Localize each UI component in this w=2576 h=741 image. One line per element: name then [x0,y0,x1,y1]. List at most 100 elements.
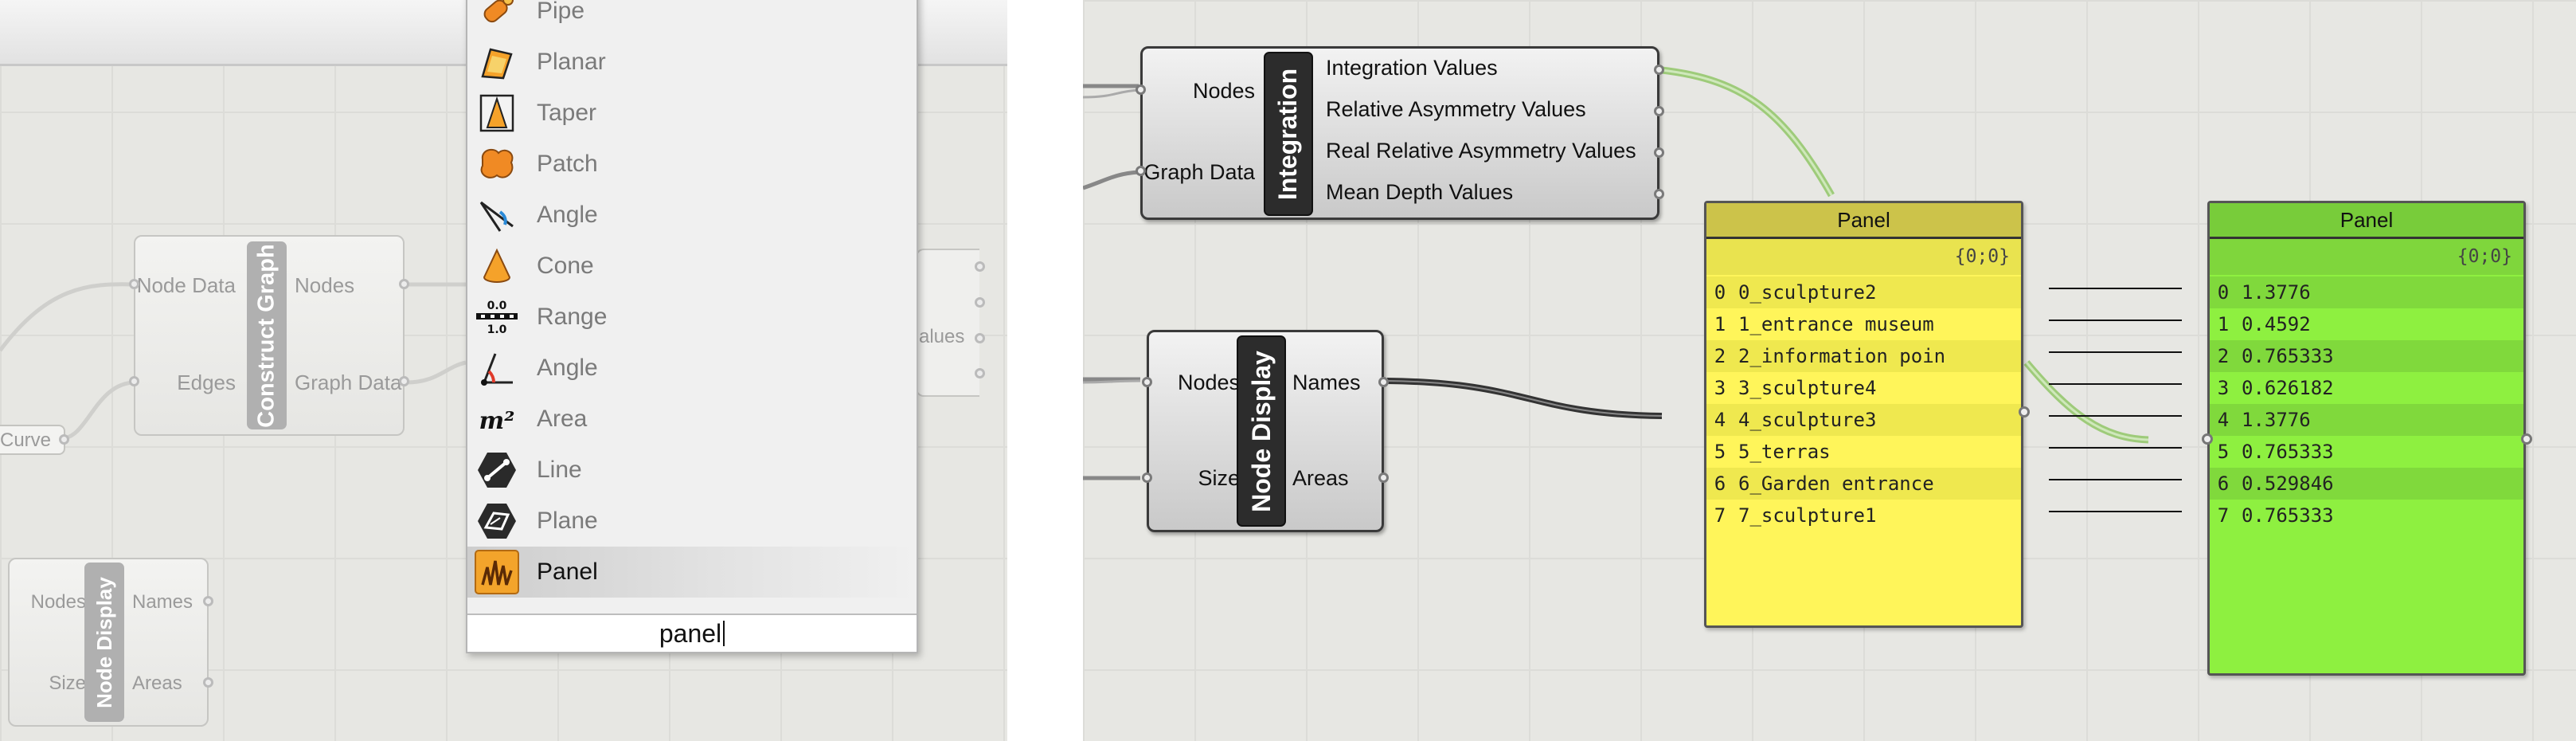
right-canvas[interactable]: Nodes Graph Data Integration Integration… [1083,0,2576,741]
panel-names-title: Panel [1706,203,2021,239]
construct-graph-title: Construct Graph [247,241,287,429]
cone-icon [475,244,519,288]
nd2-input-nodes-label: Nodes [1177,370,1240,394]
curve-output-port[interactable] [59,434,69,445]
nd2-port-areas[interactable] [1378,472,1389,483]
panel-values-title: Panel [2210,203,2523,239]
svg-text:m²: m² [479,407,515,435]
nd2-output-names-label: Names [1292,370,1361,394]
panel-values-path: {0;0} [2457,246,2512,267]
port-nodes-out[interactable] [399,279,409,289]
planar-icon [475,40,519,84]
search-result-cone[interactable]: Cone [467,241,917,292]
partial-component[interactable]: alues [916,249,979,397]
search-result-angle-2[interactable]: Angle [467,343,917,394]
int-port-relative-asymmetry[interactable] [1654,106,1664,116]
panel-values-header [2210,239,2523,275]
search-result-taper[interactable]: Taper [467,88,917,139]
int-output-mean-depth-label: Mean Depth Values [1326,180,1514,204]
nd-port-names[interactable] [203,596,213,606]
output-nodes-label: Nodes [295,273,355,297]
plane-icon [475,499,519,543]
port-edges[interactable] [129,376,139,386]
panel-names-path: {0;0} [1954,246,2010,267]
nd-output-areas-label: Areas [132,672,182,694]
nd-output-names-label: Names [132,591,193,613]
component-search-popup[interactable]: Pipe Planar Taper Patch Angle [466,0,918,653]
int-port-graph-data[interactable] [1136,166,1146,176]
int-port-real-relative-asymmetry[interactable] [1654,147,1664,158]
search-result-patch[interactable]: Patch [467,139,917,190]
int-port-mean-depth[interactable] [1654,189,1664,199]
angle-vector-icon [475,346,519,390]
svg-text:0.0: 0.0 [487,300,507,312]
node-display-component-left[interactable]: Nodes Size Node Display Names Areas [8,558,213,727]
port-graph-data-out[interactable] [399,376,409,386]
curve-parameter[interactable]: Curve [0,425,65,455]
left-canvas[interactable]: Curve Node Data Edges Construct Graph No… [0,0,1007,741]
node-display-component[interactable]: Nodes Size Node Display Names Areas [1142,330,1389,532]
search-input[interactable]: panel [467,614,917,652]
taper-icon [475,91,519,135]
construct-graph-component[interactable]: Node Data Edges Construct Graph Nodes Gr… [129,235,409,436]
search-result-area[interactable]: m² Area [467,394,917,445]
nd-input-nodes-label: Nodes [30,591,86,613]
partial-port-2[interactable] [975,297,985,308]
range-icon: 0.0 1.0 [475,295,519,339]
integration-title: Integration [1264,52,1313,216]
search-result-pipe[interactable]: Pipe [467,0,917,37]
pipe-icon [475,0,519,33]
panel-icon [475,550,519,594]
line-icon [475,448,519,492]
panel-values-input-port[interactable] [2202,433,2213,445]
svg-text:1.0: 1.0 [487,323,507,336]
angle-arc-icon [475,193,519,237]
port-node-data[interactable] [129,279,139,289]
partial-port-1[interactable] [975,261,985,272]
search-result-plane[interactable]: Plane [467,496,917,547]
search-result-panel[interactable]: Panel [467,547,917,598]
integration-component[interactable]: Nodes Graph Data Integration Integration… [1136,46,1664,220]
int-port-nodes[interactable] [1136,84,1146,95]
nd-input-size-label: Size [49,672,86,694]
node-display-title-left: Node Display [84,563,124,722]
panel-values-output-port[interactable] [2521,433,2532,445]
int-input-graph-data-label: Graph Data [1143,160,1255,184]
partial-port-3[interactable] [975,333,985,343]
nd2-port-size[interactable] [1142,472,1152,483]
nd2-port-names[interactable] [1378,377,1389,387]
nd2-output-areas-label: Areas [1292,466,1349,490]
input-edges-label: Edges [177,370,236,394]
nd-port-areas[interactable] [203,677,213,688]
search-result-planar[interactable]: Planar [467,37,917,88]
area-icon: m² [475,397,519,441]
partial-values-label: alues [919,326,965,347]
panel-names-output-port[interactable] [2019,406,2030,418]
int-port-integration-values[interactable] [1654,65,1664,75]
nd2-port-nodes[interactable] [1142,377,1152,387]
search-result-angle-1[interactable]: Angle [467,190,917,241]
search-result-range[interactable]: 0.0 1.0 Range [467,292,917,343]
int-output-integration-values-label: Integration Values [1326,56,1498,80]
output-graph-data-label: Graph Data [295,370,402,394]
search-result-line[interactable]: Line [467,445,917,496]
partial-port-4[interactable] [975,368,985,378]
int-output-relative-asymmetry-label: Relative Asymmetry Values [1326,97,1586,121]
